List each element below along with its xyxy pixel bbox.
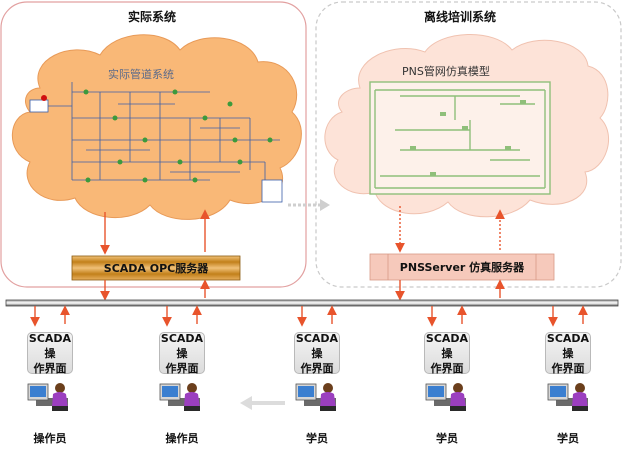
cloud-server-links [100,206,505,301]
ws-label-line1: SCADA操 [546,331,590,360]
ws-label-line2: 作界面 [430,361,464,375]
scada-interface-operator-2[interactable]: SCADA操 作界面 [159,331,205,375]
ws-label-line1: SCADA操 [425,331,469,360]
sync-arrow-right [288,199,330,211]
ws-label-line1: SCADA操 [28,331,72,360]
student-icon [425,383,466,411]
scada-interface-student-2[interactable]: SCADA操 作界面 [424,331,470,375]
ws-label-line2: 作界面 [551,361,585,375]
scada-opc-server: SCADA OPC服务器 [103,262,209,275]
role-operator-2: 操作员 [165,432,199,445]
offline-system-title: 离线培训系统 [424,10,497,24]
pns-server-bar [369,253,555,281]
pns-nodes [410,100,526,176]
real-system-title: 实际系统 [128,10,177,24]
ws-label-line1: SCADA操 [160,331,204,360]
scada-interface-operator-1[interactable]: SCADA操 作界面 [27,331,73,375]
ws-label-line1: SCADA操 [295,331,339,360]
pns-simulation-server: PNSServer 仿真服务器 [399,261,525,274]
scada-opc-bar [71,255,241,281]
ws-label-line2: 作界面 [300,361,334,375]
role-operator-1: 操作员 [33,432,67,445]
operator-icon [159,383,200,411]
pipeline-schematic [29,82,283,203]
real-pipeline-cloud [11,34,302,220]
pns-schematic [369,81,551,195]
ws-label-line2: 作界面 [33,361,67,375]
scada-interface-student-3[interactable]: SCADA操 作界面 [545,331,591,375]
role-student-2: 学员 [436,432,458,445]
pns-model-label: PNS管网仿真模型 [402,65,490,78]
replay-arrow-left [240,396,285,410]
bus-workstation-links [30,305,588,327]
student-icon [547,383,588,411]
alarm-marker [41,95,47,101]
pipeline-valves [83,89,273,183]
person-icons [27,383,588,411]
operator-icon [27,383,68,411]
ws-label-line2: 作界面 [165,361,199,375]
scada-interface-student-1[interactable]: SCADA操 作界面 [294,331,340,375]
student-icon [295,383,336,411]
real-pipeline-label: 实际管道系统 [108,68,174,81]
role-student-1: 学员 [306,432,328,445]
network-bus [5,299,619,307]
role-student-3: 学员 [557,432,579,445]
